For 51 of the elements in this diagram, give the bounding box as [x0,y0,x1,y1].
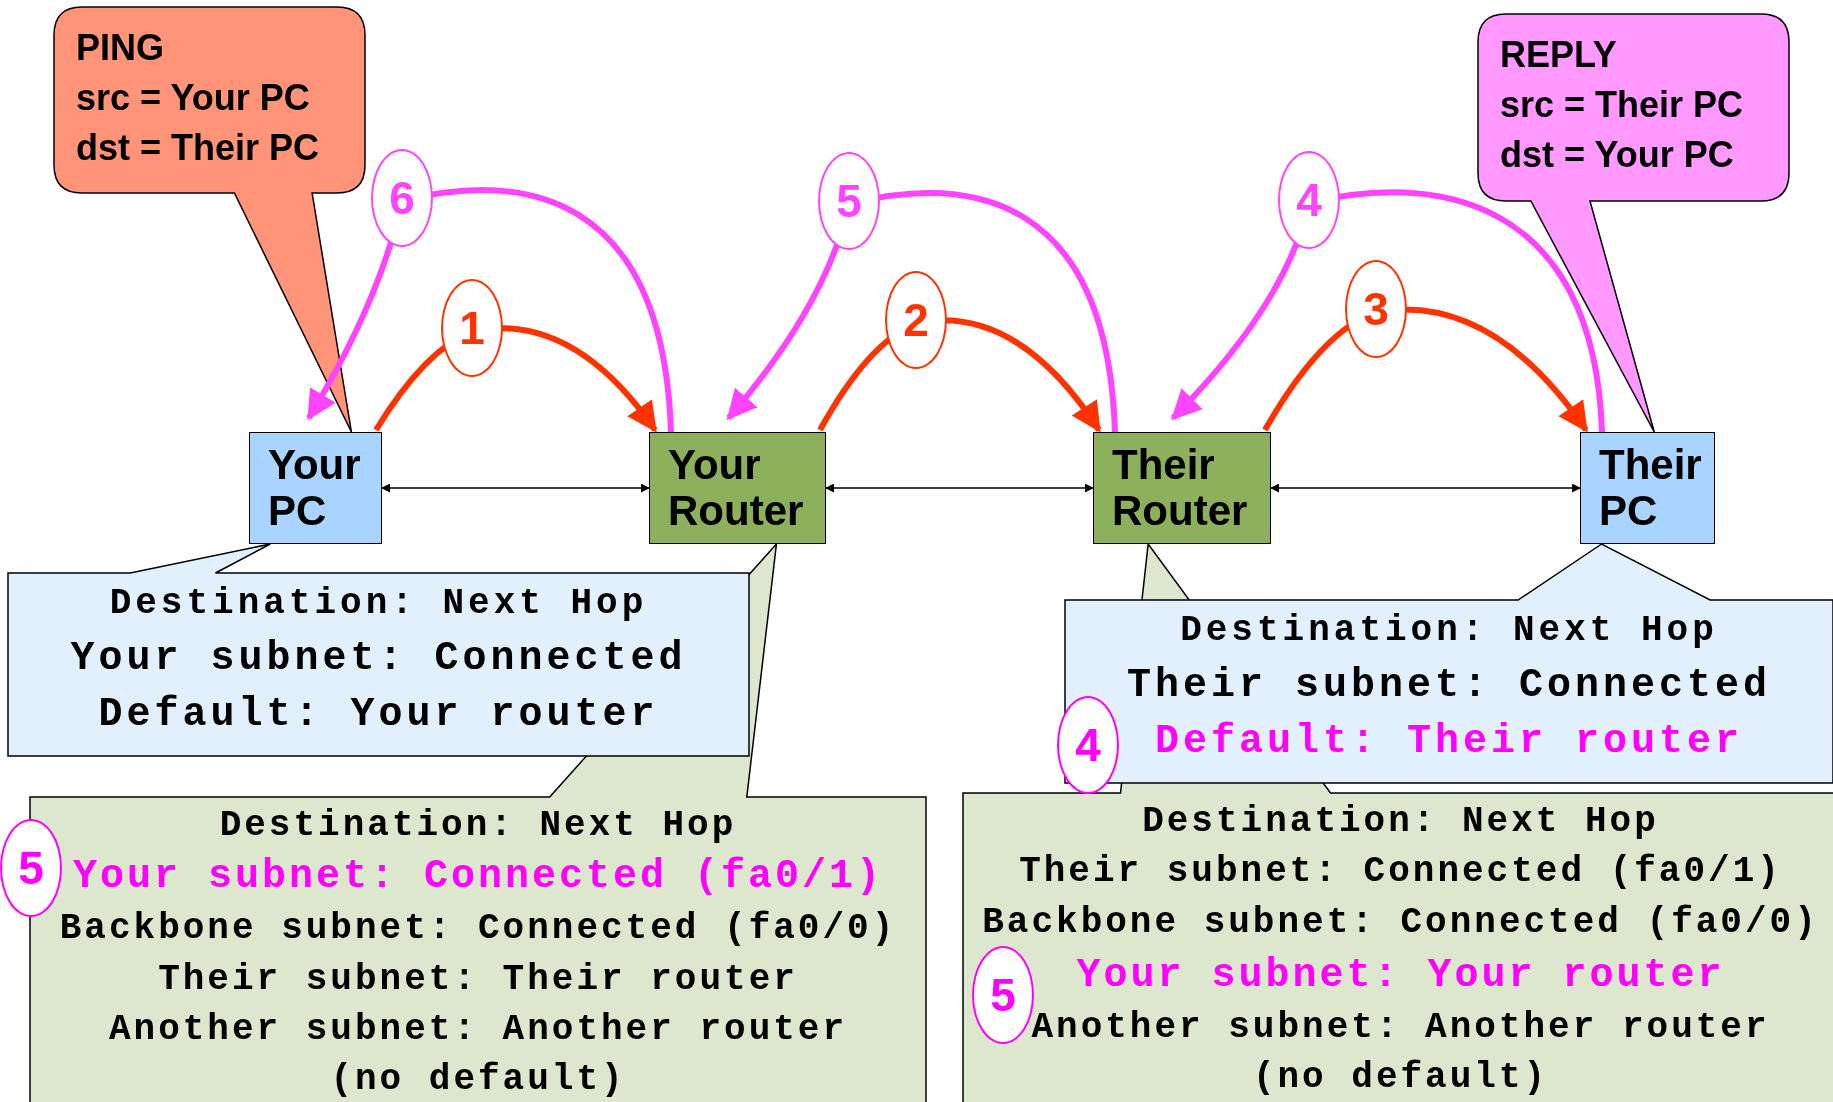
table-header: Destination: Next Hop [1180,609,1718,653]
route-entry: (no default) [1252,1056,1549,1100]
step-number: 5 [0,819,62,917]
table-header: Destination: Next Hop [1142,800,1659,844]
table-header: Destination: Next Hop [109,582,648,626]
route-entry: Default: Their router [1154,718,1744,766]
step-number: 4 [1278,151,1340,249]
route-entry: Their subnet: Connected [1126,662,1772,710]
arrow [1170,189,1605,433]
step-number: 1 [441,279,503,377]
arrow [726,190,1118,433]
routing-table-callout [1065,544,1833,783]
arrow [825,483,1094,493]
routing-table-callout [8,544,749,756]
arrow [381,483,650,493]
speech-bubble [1478,14,1789,432]
callout-text: dst = Your PC [1500,133,1734,177]
router-box [649,432,826,544]
callout-text: PING [76,26,164,70]
device-label: Their PC [1599,442,1703,534]
callout-text: src = Their PC [1500,83,1744,127]
callout-text: dst = Their PC [76,126,320,170]
table-header: Destination: Next Hop [219,804,737,848]
device-label: Their Router [1112,442,1249,534]
step-number: 2 [885,271,947,369]
step-number: 5 [818,152,880,250]
pc-box [249,432,382,544]
route-entry: (no default) [330,1058,626,1102]
arrow [1270,483,1581,493]
route-entry: Your subnet: Connected [70,635,687,683]
device-label: Your PC [268,442,362,534]
route-entry: Your subnet: Your router [1076,952,1725,1000]
step-number: 4 [1057,696,1119,794]
route-entry: Your subnet: Connected (fa0/1) [72,853,884,901]
step-number: 6 [371,149,433,247]
route-entry: Their subnet: Connected (fa0/1) [1019,850,1782,894]
route-entry: Backbone subnet: Connected (fa0/0) [982,901,1819,945]
route-entry: Their subnet: Their router [158,958,798,1002]
router-box [1093,432,1271,544]
device-label: Your Router [668,442,805,534]
route-entry: Another subnet: Another router [108,1008,848,1052]
pc-box [1580,432,1715,544]
route-entry: Default: Your router [98,691,659,739]
step-number: 3 [1345,260,1407,358]
speech-bubble [54,7,365,432]
routing-table-callout [963,544,1833,1102]
arrow [306,187,674,433]
route-entry: Backbone subnet: Connected (fa0/0) [59,907,897,951]
callout-text: REPLY [1500,33,1617,77]
route-entry: Another subnet: Another router [1031,1006,1770,1050]
callout-text: src = Your PC [76,76,310,120]
